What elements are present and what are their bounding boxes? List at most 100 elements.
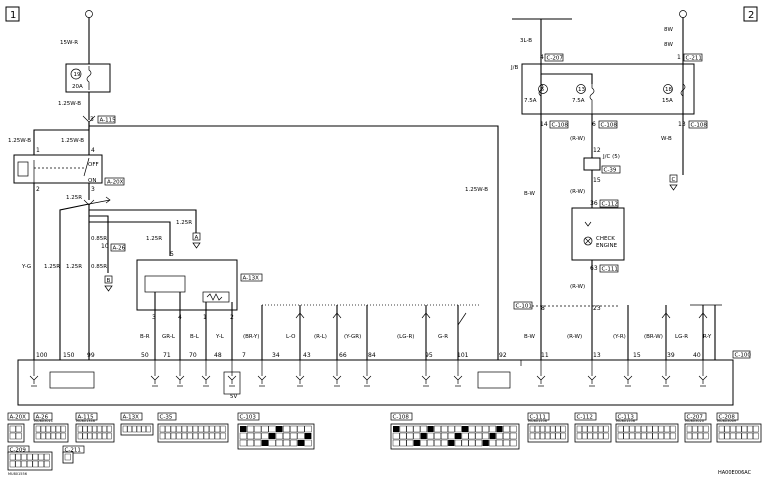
ecu-pin-number: 66 [339,352,347,359]
wire-label: B-L [190,334,200,340]
ecu-pin-number: 11 [541,352,549,359]
ecu-circuit-block [477,371,511,389]
connector-tag-c39 [601,165,621,174]
legend-connector-id: C-113 [618,415,635,421]
wire-label: 0.85R [91,236,107,242]
legend-tag [75,412,98,421]
transistor-icon [536,360,546,387]
wire-label: 8W [664,42,673,48]
connector-tag-c100 [732,350,751,359]
wire-label: B-R [140,334,150,340]
switch-contact-icon [457,312,467,326]
legend-connector: A-20X [7,412,30,443]
legend-tag [574,412,597,421]
connector-tag-c108 [549,120,569,129]
legend-connector-id: C-111 [530,415,546,421]
legend-part-number: MU801556 [528,419,547,423]
page-marker-left [5,6,20,22]
legend-tag [120,412,143,421]
pin-number: 4 [178,314,182,321]
switch-position: OFF [88,162,99,168]
legend-connector: C-112 [574,412,612,443]
wire-label: (BR-Y) [243,334,259,340]
ground-label: C [672,177,676,183]
fuse-box-19 [65,63,111,93]
connector-tag-c108 [688,120,708,129]
wire-label: 1.25W-B [465,187,488,193]
connector-tag-c207 [544,53,564,62]
legend-connector: C-103 [237,412,315,450]
fuse-rating: 20A [72,84,83,90]
transistor-icon [661,360,671,387]
connector-id: C-39 [604,168,617,174]
battery-terminal-right [679,10,687,18]
transistor-icon [362,360,372,387]
pin-number: 3 [90,116,94,123]
pin-number: 4 [91,147,95,154]
page-marker-right [743,6,758,22]
connector-id: C-207 [547,56,564,62]
pin-number: 23 [593,305,601,312]
connector-id: A-115 [100,118,117,124]
switch-contact-icon [83,157,90,177]
pin-number: 4 [540,54,544,61]
connector-id: C-108 [601,123,618,129]
legend-connector: C-113 [615,412,679,443]
ecu-circuit-block [49,371,95,389]
ground-icon [669,184,678,191]
transistor-icon [421,360,431,387]
fuse-icon [680,83,686,97]
connector-id: C-108 [691,123,708,129]
battery-terminal-left [85,10,93,18]
wire-label: (BR-W) [644,334,663,340]
ground-label: A [195,235,199,241]
ecu-pin-number: 99 [87,352,95,359]
legend-part-number: MU803020 [685,419,704,423]
junction-block [521,63,695,115]
ecu-pin-number: 92 [499,352,507,359]
legend-tag [7,412,30,421]
legend-connector-id: A-20X [10,415,27,421]
pin-number: 5 [170,251,174,258]
legend-connector: A-115 [75,412,115,443]
pin-number: 13 [678,121,686,128]
legend-connector-id: A-13X [123,415,140,421]
legend-tag [615,412,638,421]
connector-id: C-101 [516,304,532,310]
joint-connector [583,157,601,171]
fuse-number: 13 [578,87,585,93]
ecu-pin-number: 100 [36,352,48,359]
legend-connector: C-209 [7,445,53,471]
wire-label: L-O [286,334,296,340]
wire-label: 1.25R [44,264,60,270]
pin-number: 1 [203,314,207,321]
ecu-pin-number: 84 [368,352,376,359]
wire-label: (R-W) [567,334,582,340]
legend-connector-id: C-112 [577,415,593,421]
transistor-icon [698,360,708,387]
ecu-pin-number: 15 [633,352,641,359]
legend-connector: A-26 [33,412,69,443]
ecu-pin-number: 34 [272,352,280,359]
wire-label: 1.25R [146,236,162,242]
wire-label: R-Y [703,334,712,340]
legend-connector-id: C-208 [719,415,736,421]
joint-connector-label: J/C (5) [602,154,620,160]
wire-label: 1.25R [176,220,192,226]
diode-icon [584,221,592,227]
fuse-icon [86,66,92,90]
connector-id: A-20X [107,180,124,186]
arrow-up-icon [661,312,708,319]
wire-label: 0.85R [91,264,107,270]
fuse-number: 19 [74,72,81,78]
relay-coil-icon [17,161,29,177]
ground-icon [104,285,113,292]
connector-tag-a20x [104,177,125,186]
legend-tag [716,412,739,421]
page-marker-right-number: 2 [748,10,754,21]
check-engine-label: ENGINE [596,243,618,249]
lamp-icon [583,236,593,246]
